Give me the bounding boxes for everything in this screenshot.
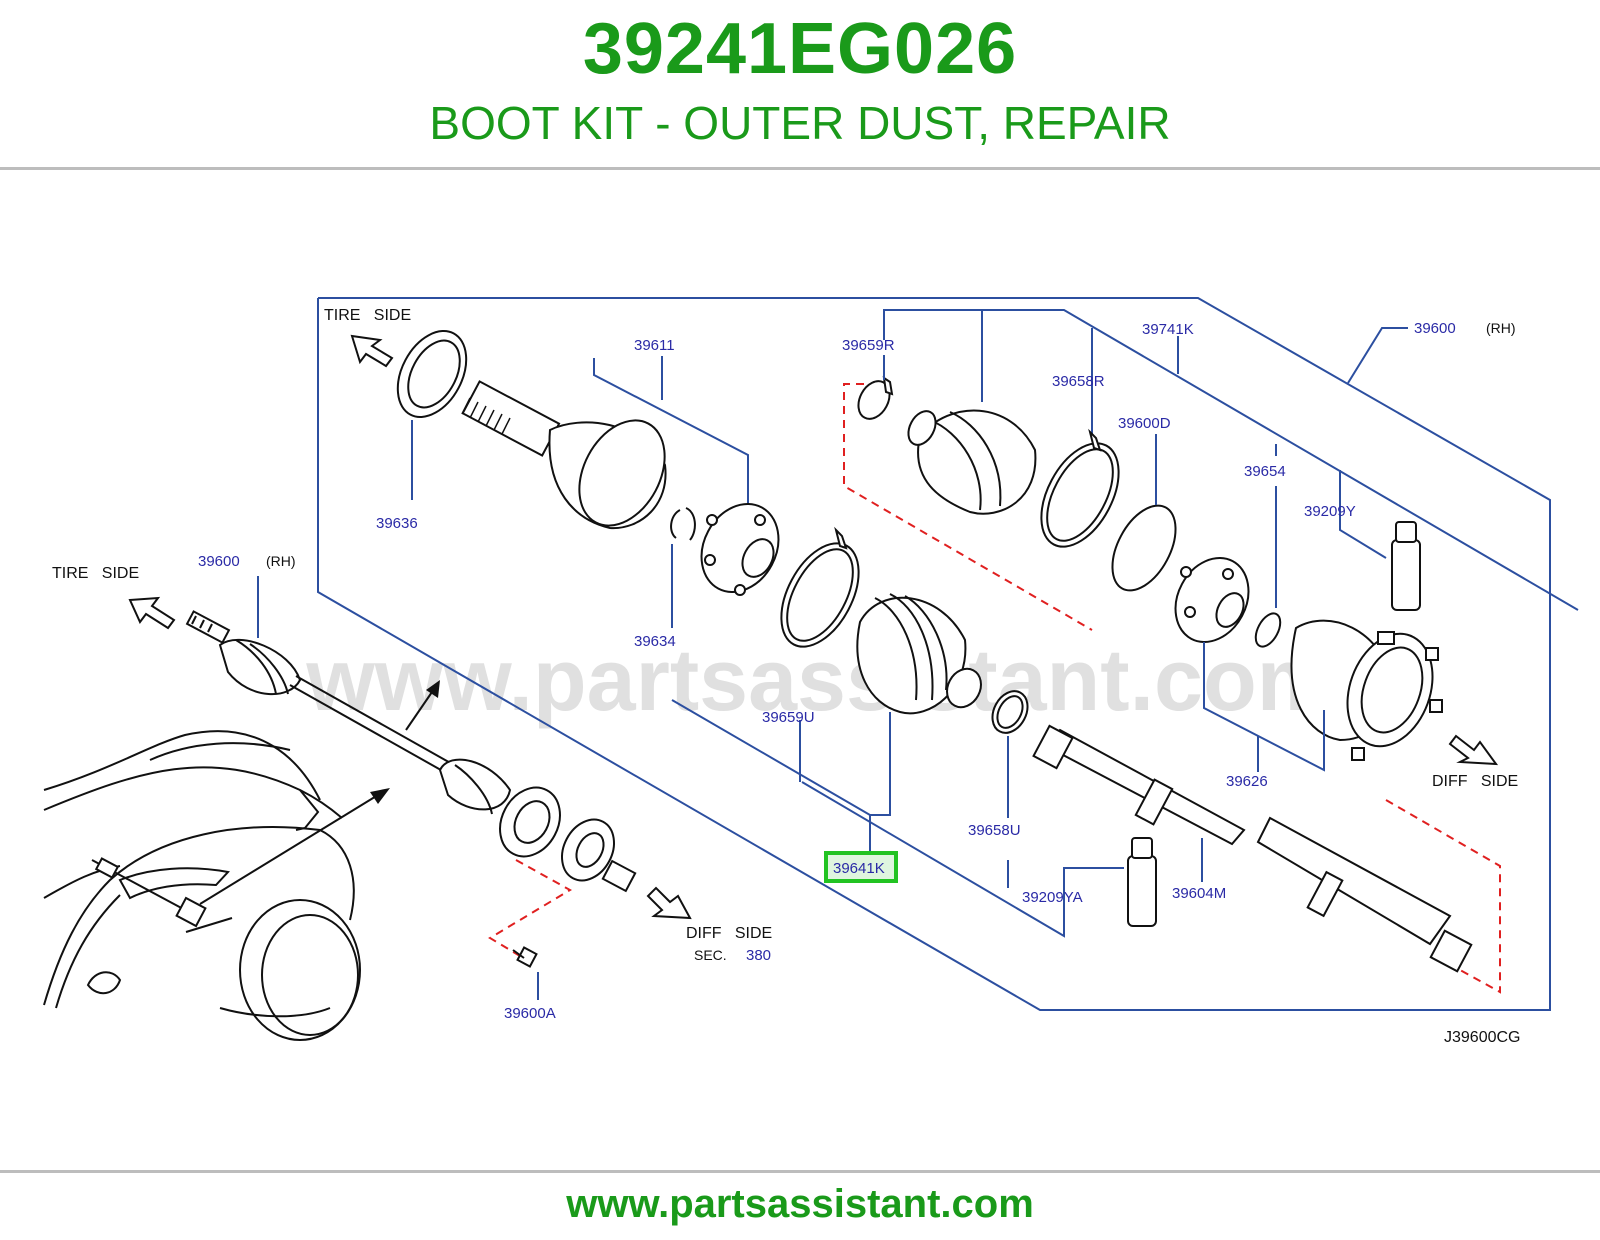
tire-side-label-left: TIRE SIDE xyxy=(52,565,139,582)
callout-39659R[interactable]: 39659R xyxy=(842,337,895,354)
callout-39634[interactable]: 39634 xyxy=(634,633,676,650)
left-driveshaft-assembly xyxy=(128,576,692,1000)
tire-side-label-top: TIRE SIDE xyxy=(324,307,411,324)
callout-39654[interactable]: 39654 xyxy=(1244,463,1286,480)
callout-39600-right[interactable]: 39600 xyxy=(1414,320,1456,337)
exploded-parts-diagram: www.partsassistant.com xyxy=(43,297,1579,1046)
diagram-code: J39600CG xyxy=(1444,1029,1521,1046)
callout-39600-left[interactable]: 39600 xyxy=(198,553,240,570)
part-description: BOOT KIT - OUTER DUST, REPAIR xyxy=(429,97,1171,149)
highlighted-part-box[interactable] xyxy=(824,851,898,883)
diff-side-label-right: DIFF SIDE xyxy=(1432,773,1518,790)
callout-39658R[interactable]: 39658R xyxy=(1052,373,1105,390)
diff-side-label-bottom: DIFF SIDE xyxy=(686,925,772,942)
callout-39604M[interactable]: 39604M xyxy=(1172,885,1226,902)
watermark-text: www.partsassistant.com xyxy=(305,630,1335,729)
callout-39209YA[interactable]: 39209YA xyxy=(1022,889,1083,906)
exploded-components xyxy=(350,309,1579,994)
callout-39636[interactable]: 39636 xyxy=(376,515,418,532)
header-divider xyxy=(0,167,1600,170)
sec-reference-link[interactable]: 380 xyxy=(746,947,771,964)
footer-divider xyxy=(0,1170,1600,1173)
leader-39600-right xyxy=(1347,327,1408,384)
callout-39600A[interactable]: 39600A xyxy=(504,1005,556,1022)
callout-39658U[interactable]: 39658U xyxy=(968,822,1021,839)
callout-39209Y[interactable]: 39209Y xyxy=(1304,503,1356,520)
sec-label: SEC. xyxy=(694,947,727,963)
callout-39611[interactable]: 39611 xyxy=(634,337,675,354)
callout-39741K[interactable]: 39741K xyxy=(1142,321,1194,338)
rh-label-right: (RH) xyxy=(1486,320,1516,336)
callout-39659U[interactable]: 39659U xyxy=(762,709,815,726)
assembly-frame xyxy=(317,297,1551,1011)
callout-39600D[interactable]: 39600D xyxy=(1118,415,1171,432)
part-number-title: 39241EG026 xyxy=(582,9,1018,89)
callout-39641K-highlighted[interactable]: 39641K xyxy=(833,860,885,877)
vehicle-outline-drawing xyxy=(43,680,440,1041)
rh-label-left: (RH) xyxy=(266,553,296,569)
footer-website-url[interactable]: www.partsassistant.com xyxy=(566,1182,1034,1226)
header: 39241EG026 BOOT KIT - OUTER DUST, REPAIR xyxy=(0,0,1600,170)
callout-39626[interactable]: 39626 xyxy=(1226,773,1268,790)
